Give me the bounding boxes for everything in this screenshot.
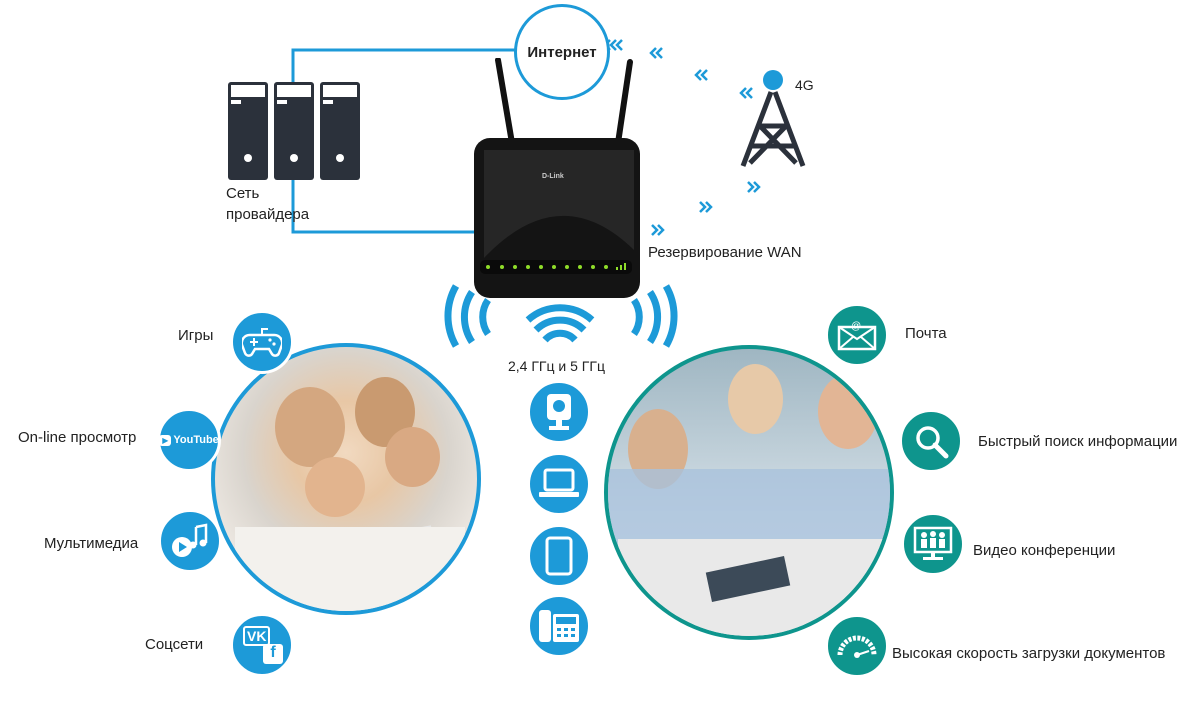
router-brand-logo: D-Link xyxy=(542,173,564,180)
mail-icon: @ xyxy=(825,303,889,367)
feature-label-online-view: On-line просмотр xyxy=(18,429,137,446)
ip-camera-icon xyxy=(527,380,591,444)
feature-label-games: Игры xyxy=(178,327,214,344)
internet-label: Интернет xyxy=(527,43,597,61)
youtube-icon: ▶YouTube xyxy=(157,408,221,472)
facebook-icon: f xyxy=(263,644,283,664)
feature-label-video-conference: Видео конференции xyxy=(973,542,1116,559)
feature-label-fast-download: Высокая скорость загрузки документов xyxy=(892,645,1166,662)
feature-label-search: Быстрый поиск информации xyxy=(978,433,1178,450)
video-conference-icon xyxy=(901,512,965,576)
feature-label-multimedia: Мультимедиа xyxy=(44,535,139,552)
server-icon xyxy=(228,82,360,180)
vk-facebook-icon: VK f xyxy=(230,613,294,677)
tablet-icon xyxy=(527,524,591,588)
feature-label-mail: Почта xyxy=(905,325,947,342)
search-icon xyxy=(899,409,963,473)
laptop-icon xyxy=(527,452,591,516)
wireless-signal-chevrons xyxy=(603,39,761,236)
family-photo xyxy=(211,343,481,615)
provider-label-line1: Сеть xyxy=(226,185,260,202)
gamepad-icon xyxy=(230,310,294,374)
feature-label-social: Соцсети xyxy=(145,636,204,653)
youtube-logo-text: YouTube xyxy=(173,434,219,446)
ip-phone-icon xyxy=(527,594,591,658)
provider-servers xyxy=(228,82,362,182)
provider-network-label: Сеть провайдера xyxy=(226,183,309,225)
wan-backup-label: Резервирование WAN xyxy=(648,244,802,261)
speedometer-icon xyxy=(825,614,889,678)
internet-node: Интернет xyxy=(514,4,610,100)
business-meeting-photo xyxy=(604,345,894,640)
wifi-waves xyxy=(444,284,678,348)
svg-text:@: @ xyxy=(851,321,861,332)
cell-tower-icon xyxy=(738,68,808,168)
music-play-icon xyxy=(158,509,222,573)
wifi-bands-label: 2,4 ГГц и 5 ГГц xyxy=(508,358,605,374)
vk-icon: VK xyxy=(243,626,271,646)
router-image: D-Link xyxy=(470,58,640,300)
provider-label-line2: провайдера xyxy=(226,206,310,223)
4g-label: 4G xyxy=(795,77,814,93)
